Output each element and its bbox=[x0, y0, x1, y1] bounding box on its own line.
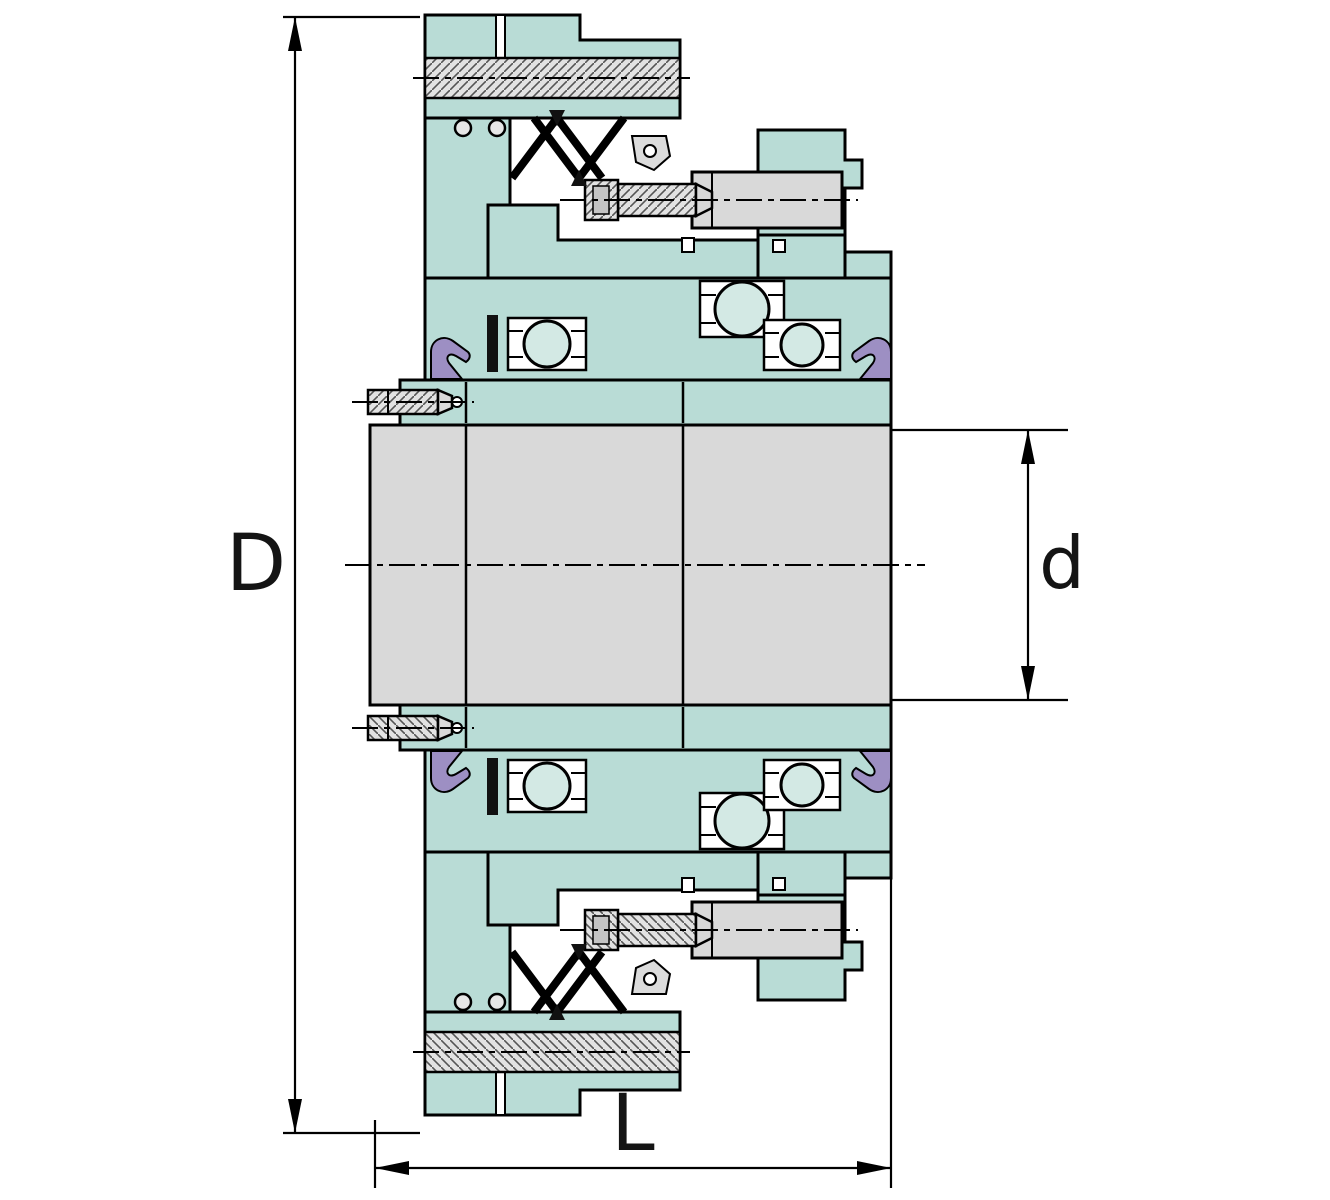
bearing-ball bbox=[713, 280, 771, 338]
label-d: d bbox=[1039, 521, 1085, 605]
rivet-right bbox=[487, 118, 507, 138]
spacer-bar bbox=[487, 315, 498, 372]
seal-right bbox=[851, 337, 892, 380]
flange-slot bbox=[495, 14, 506, 59]
bearing-ball bbox=[522, 319, 572, 369]
grease-fitting bbox=[352, 388, 474, 416]
housing-right-web bbox=[756, 233, 847, 280]
sprag-apex-bottom bbox=[571, 170, 587, 186]
ball-bearing-left bbox=[506, 316, 588, 372]
ball-bearing-right bbox=[762, 318, 842, 372]
label-L: L bbox=[611, 1079, 655, 1169]
seal-left bbox=[430, 337, 471, 380]
retainer-clip-1 bbox=[681, 237, 695, 253]
arrowhead-down bbox=[288, 1099, 302, 1133]
label-D: D bbox=[226, 519, 286, 609]
arrowhead-up bbox=[1021, 430, 1035, 464]
arrowhead-right bbox=[857, 1161, 891, 1175]
cage-roller bbox=[643, 144, 657, 158]
dimension-L: L bbox=[373, 858, 893, 1188]
arrowhead-down bbox=[1021, 666, 1035, 700]
arrowhead-up bbox=[288, 17, 302, 51]
housing-right-corner bbox=[843, 250, 893, 280]
dimension-d: d bbox=[891, 428, 1085, 702]
dimension-D: D bbox=[226, 15, 420, 1135]
bearing-ball bbox=[779, 322, 825, 368]
arrowhead-left bbox=[375, 1161, 409, 1175]
retainer-clip-2 bbox=[772, 239, 786, 253]
sprag-apex-top bbox=[549, 110, 565, 126]
upper-half-section bbox=[352, 13, 893, 427]
rivet-left bbox=[453, 118, 473, 138]
